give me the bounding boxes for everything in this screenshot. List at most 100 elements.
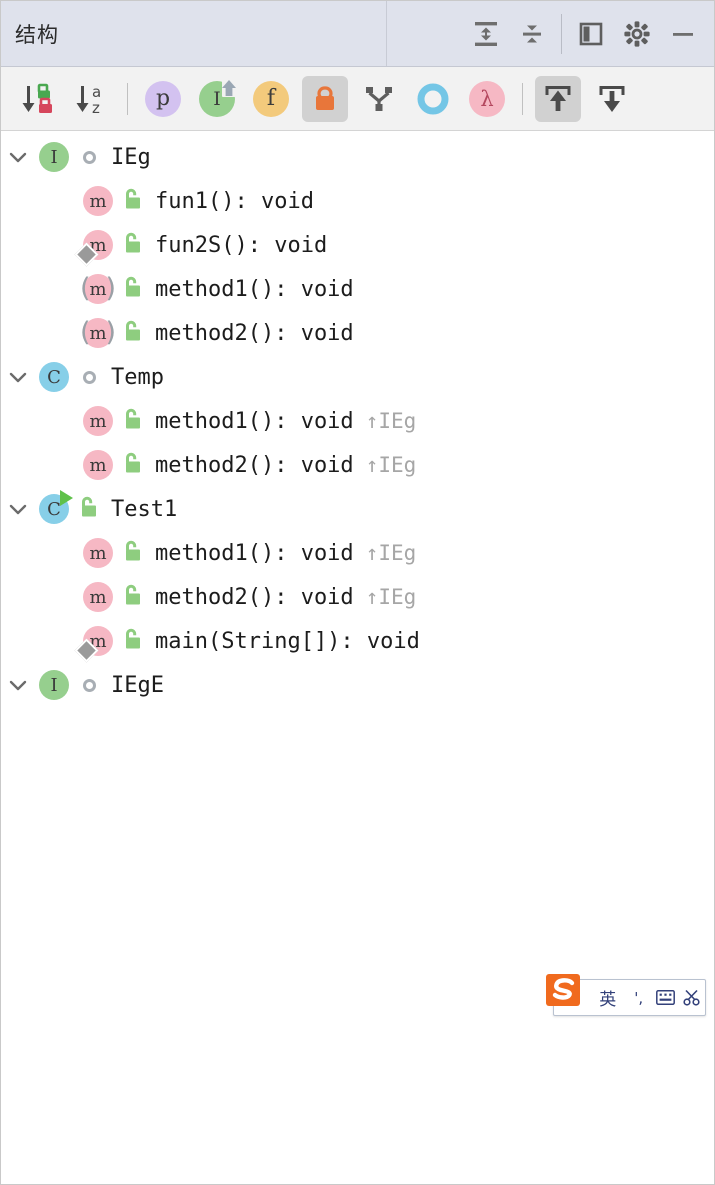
package-private-icon: [82, 678, 96, 692]
toolbar-divider-1: [127, 82, 128, 115]
tree-row[interactable]: (m) method1(): void: [1, 267, 714, 311]
ime-keyboard-icon[interactable]: [652, 980, 679, 1015]
show-properties-button[interactable]: p: [140, 76, 186, 122]
overrides-label: ↑IEg: [365, 585, 417, 609]
fields-glyph-icon: f: [253, 80, 289, 117]
public-lock-icon: [126, 320, 140, 341]
method-icon: m: [79, 575, 117, 619]
lambda-glyph-icon: λ: [469, 80, 505, 117]
tree-row[interactable]: (m)method2(): void: [1, 311, 714, 355]
svg-text:a: a: [92, 83, 101, 101]
chevron-down-icon: [9, 504, 27, 515]
tree-expand-toggle[interactable]: [1, 663, 35, 707]
circle-o-icon: [417, 83, 449, 114]
header-actions: [463, 1, 706, 66]
abstract-marker: (: [80, 317, 91, 348]
view-mode-icon[interactable]: [568, 11, 614, 57]
access-icon: [73, 487, 105, 531]
public-lock-icon: [126, 408, 140, 429]
ime-punctuation-toggle[interactable]: ',: [634, 988, 644, 1007]
expand-all-icon[interactable]: [463, 11, 509, 57]
access-icon: [117, 443, 149, 487]
public-lock-icon: [126, 584, 140, 605]
tree-row[interactable]: m fun2S(): void: [1, 223, 714, 267]
method-icon: (m): [80, 273, 116, 304]
tree-row[interactable]: C Temp: [1, 355, 714, 399]
abstract-marker: ): [105, 317, 116, 348]
show-fields-button[interactable]: f: [248, 76, 294, 122]
access-icon: [117, 619, 149, 663]
show-lambdas-button[interactable]: λ: [464, 76, 510, 122]
tree-row-label: method2(): void: [155, 452, 354, 478]
interface-icon: I: [35, 663, 73, 707]
class-icon: C: [35, 355, 73, 399]
tree-row-label: Temp: [111, 364, 164, 390]
access-icon: [73, 355, 105, 399]
sogou-ime-toolbar[interactable]: 英 ',: [546, 974, 706, 1016]
merge-icon: [366, 86, 392, 111]
show-non-public-button[interactable]: [302, 75, 348, 122]
header-separator: [386, 1, 387, 66]
properties-glyph-icon: p: [145, 80, 181, 117]
autoscroll-from-source-button[interactable]: [589, 76, 635, 122]
abstract-marker: ): [105, 273, 116, 304]
access-icon: [73, 135, 105, 179]
autoscroll-to-source-button[interactable]: [535, 75, 581, 122]
run-marker-icon: [60, 490, 73, 506]
tree-row-label: method1(): void: [155, 276, 354, 302]
collapse-all-icon[interactable]: [509, 11, 555, 57]
header-divider: [561, 13, 562, 54]
package-private-icon: [82, 150, 96, 164]
tree-row-label: IEgE: [111, 672, 164, 698]
tree-expand-toggle[interactable]: [1, 487, 35, 531]
access-icon: [117, 267, 149, 311]
method-icon: m: [79, 531, 117, 575]
tree-row-label: main(String[]): void: [155, 628, 420, 654]
public-lock-icon: [126, 540, 140, 561]
tree-row-label: fun1(): void: [155, 188, 314, 214]
access-icon: [117, 575, 149, 619]
ime-tools-icon[interactable]: [678, 980, 705, 1015]
access-icon: [117, 311, 149, 355]
tree-row[interactable]: I IEgE: [1, 663, 714, 707]
structure-toolbar: a z p I f: [1, 67, 714, 131]
public-lock-icon: [126, 232, 140, 253]
tool-window-header: 结构: [1, 1, 714, 67]
tree-row-label: IEg: [111, 144, 151, 170]
method-icon: m: [79, 443, 117, 487]
public-lock-icon: [82, 496, 96, 517]
gear-icon[interactable]: [614, 11, 660, 57]
access-icon: [117, 179, 149, 223]
ime-language-toggle[interactable]: 英: [599, 990, 617, 1010]
sogou-logo-icon[interactable]: [543, 970, 585, 1012]
public-lock-icon: [126, 628, 140, 649]
abstract-marker: (: [80, 273, 91, 304]
minimize-icon[interactable]: [660, 11, 706, 57]
method-icon: (m): [80, 317, 116, 348]
tree-expand-toggle[interactable]: [1, 355, 35, 399]
group-by-implementations-button[interactable]: [356, 76, 402, 122]
package-private-icon: [82, 370, 96, 384]
access-icon: [117, 223, 149, 267]
tree-expand-toggle[interactable]: [1, 135, 35, 179]
svg-text:z: z: [92, 99, 100, 117]
sort-alphabetically-button[interactable]: a z: [69, 76, 115, 122]
tree-row[interactable]: m fun1(): void: [1, 179, 714, 223]
tree-row-label: fun2S(): void: [155, 232, 328, 258]
show-anonymous-classes-button[interactable]: [410, 76, 456, 122]
class-icon: C: [35, 487, 73, 531]
show-inherited-button[interactable]: I: [194, 76, 240, 122]
chevron-down-icon: [9, 372, 27, 383]
method-icon: m: [79, 179, 117, 223]
method-icon: m: [74, 223, 117, 267]
overrides-label: ↑IEg: [365, 409, 417, 433]
sort-by-visibility-button[interactable]: [15, 76, 61, 122]
